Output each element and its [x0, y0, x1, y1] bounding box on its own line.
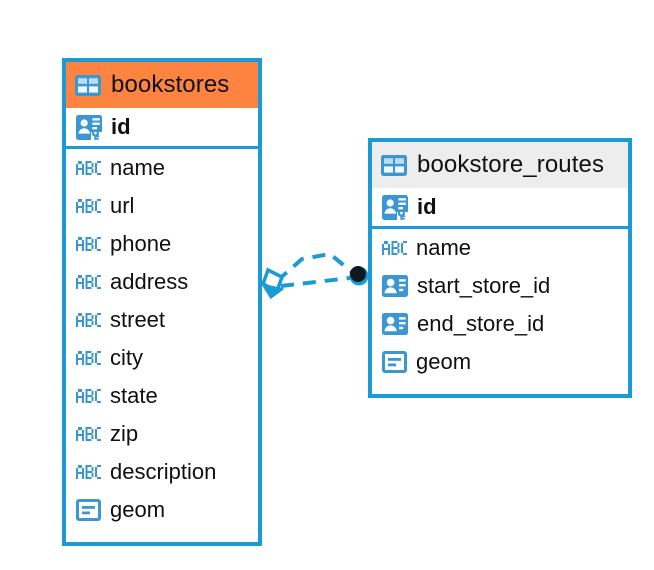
field-label: geom — [416, 349, 472, 374]
field-row-end-store-id[interactable]: end_store_id — [372, 305, 628, 343]
field-label: phone — [110, 231, 172, 256]
abc-text-icon — [76, 427, 101, 441]
field-row-phone[interactable]: phone — [66, 225, 258, 263]
abc-text-icon — [76, 313, 101, 327]
field-label: state — [110, 383, 158, 408]
field-row-url[interactable]: url — [66, 187, 258, 225]
field-row-street[interactable]: street — [66, 301, 258, 339]
table-header-bookstore-routes[interactable]: bookstore_routes — [372, 142, 628, 188]
field-row-id[interactable]: id — [66, 108, 258, 149]
field-row-start-store-id[interactable]: start_store_id — [372, 267, 628, 305]
relationship-endpoint-circle-icon[interactable] — [349, 266, 369, 286]
table-node-bookstores[interactable]: bookstores — [62, 58, 262, 546]
relationship-line-lower[interactable] — [280, 276, 351, 288]
geometry-icon — [382, 351, 407, 373]
field-label: geom — [110, 497, 166, 522]
relationship-line-upper[interactable] — [275, 251, 354, 283]
relationship-endpoint-diamond-icon[interactable] — [260, 267, 285, 300]
table-node-bookstore-routes[interactable]: bookstore_routes — [368, 138, 632, 398]
primary-key-icon — [76, 114, 102, 140]
field-label: url — [110, 193, 135, 218]
table-title-bookstore-routes: bookstore_routes — [417, 151, 605, 178]
abc-text-icon — [76, 275, 101, 289]
abc-text-icon — [76, 237, 101, 251]
abc-text-icon — [76, 161, 101, 175]
table-icon — [381, 154, 407, 176]
field-label: end_store_id — [417, 311, 545, 336]
abc-text-icon — [76, 351, 101, 365]
field-row-geom[interactable]: geom — [372, 343, 628, 381]
field-label: start_store_id — [417, 273, 551, 298]
field-label: city — [110, 345, 143, 370]
field-row-id[interactable]: id — [372, 188, 628, 229]
field-label: id — [111, 114, 131, 139]
foreign-key-icon — [382, 275, 408, 297]
field-row-address[interactable]: address — [66, 263, 258, 301]
field-label: name — [416, 235, 472, 260]
field-label: description — [110, 459, 217, 484]
geometry-icon — [76, 499, 101, 521]
field-row-city[interactable]: city — [66, 339, 258, 377]
abc-text-icon — [76, 465, 101, 479]
abc-text-icon — [382, 241, 407, 255]
field-row-description[interactable]: description — [66, 453, 258, 491]
field-label: name — [110, 155, 166, 180]
foreign-key-icon — [382, 313, 408, 335]
table-icon — [75, 74, 101, 96]
field-row-name[interactable]: name — [66, 149, 258, 187]
field-label: id — [417, 194, 437, 219]
table-header-bookstores[interactable]: bookstores — [66, 62, 258, 108]
field-row-zip[interactable]: zip — [66, 415, 258, 453]
abc-text-icon — [76, 389, 101, 403]
field-row-geom[interactable]: geom — [66, 491, 258, 529]
table-title-bookstores: bookstores — [111, 71, 230, 98]
field-label: zip — [110, 421, 139, 446]
field-label: address — [110, 269, 189, 294]
abc-text-icon — [76, 199, 101, 213]
field-list-bookstores: id nam — [66, 108, 258, 529]
field-list-bookstore-routes: id nam — [372, 188, 628, 381]
field-row-name[interactable]: name — [372, 229, 628, 267]
field-label: street — [110, 307, 166, 332]
primary-key-icon — [382, 194, 408, 220]
field-row-state[interactable]: state — [66, 377, 258, 415]
